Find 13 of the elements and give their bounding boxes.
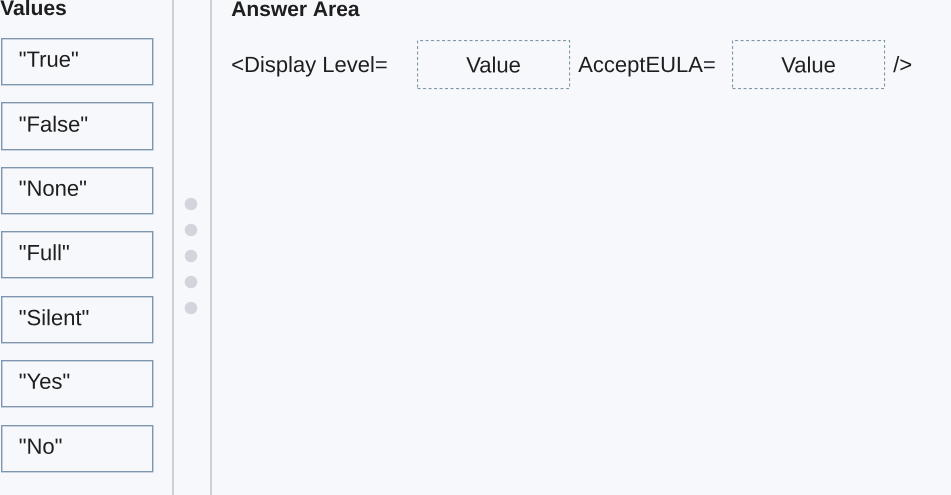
code-text: AcceptEULA=: [578, 56, 715, 77]
option-box: "Silent": [1, 296, 154, 344]
option-box: "False": [1, 102, 154, 150]
option-box: "Yes": [1, 360, 154, 408]
answer-slot: Value: [417, 40, 570, 90]
option-box: "No": [1, 425, 154, 472]
answer-slot: Value: [732, 40, 886, 90]
heading: Values: [0, 0, 66, 16]
code-text: <Display Level=: [232, 56, 387, 77]
option-box: "None": [1, 167, 154, 214]
option-box: "Full": [1, 231, 154, 278]
option-box: "True": [1, 38, 154, 86]
heading: Answer Area: [232, 2, 360, 16]
